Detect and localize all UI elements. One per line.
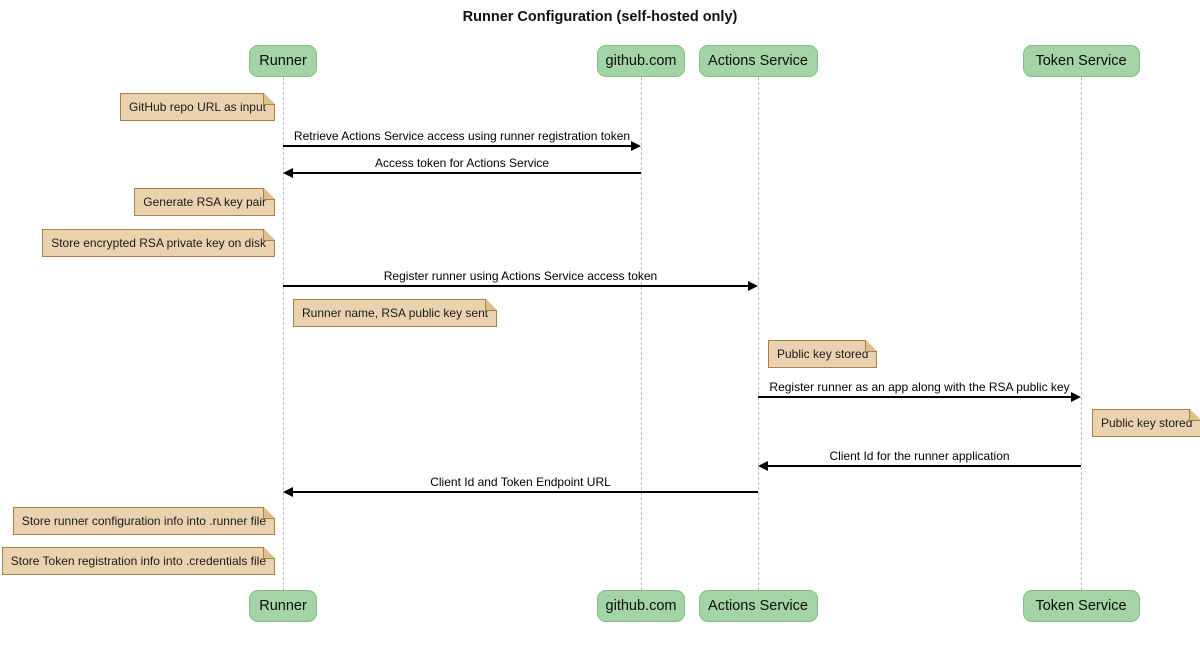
arrowhead-icon <box>631 141 641 151</box>
note: Public key stored <box>768 340 878 368</box>
actor-actions-bottom-box: Actions Service <box>698 590 818 622</box>
actor-actions-top-box: Actions Service <box>698 45 818 77</box>
message-label: Retrieve Actions Service access using ru… <box>293 129 631 143</box>
message-label: Client Id for the runner application <box>829 449 1010 463</box>
message-label: Access token for Actions Service <box>374 156 550 170</box>
note: Store encrypted RSA private key on disk <box>42 229 275 257</box>
arrowhead-icon <box>283 487 293 497</box>
arrowhead-icon <box>748 281 758 291</box>
lifeline-runner <box>283 77 284 590</box>
actor-runner-top-box: Runner <box>249 45 317 77</box>
note: Generate RSA key pair <box>134 188 275 216</box>
arrowhead-icon <box>1071 392 1081 402</box>
arrowhead-icon <box>283 168 293 178</box>
message-label: Register runner as an app along with the… <box>769 380 1070 394</box>
lifeline-token <box>1081 77 1082 590</box>
note: Runner name, RSA public key sent <box>293 299 498 327</box>
note: GitHub repo URL as input <box>120 93 275 121</box>
actor-runner-bottom-box: Runner <box>249 590 317 622</box>
lifeline-github <box>641 77 642 590</box>
message-label: Register runner using Actions Service ac… <box>383 269 658 283</box>
actor-token-bottom-box: Token Service <box>1022 590 1140 622</box>
message-line <box>292 172 641 174</box>
lifeline-actions <box>758 77 759 590</box>
message-line <box>283 285 749 287</box>
actor-github-top-box: github.com <box>597 45 685 77</box>
message-line <box>758 396 1072 398</box>
note: Store Token registration info into .cred… <box>1 547 276 575</box>
message-line <box>283 145 632 147</box>
note: Store runner configuration info into .ru… <box>12 507 276 535</box>
arrowhead-icon <box>758 461 768 471</box>
message-line <box>767 465 1081 467</box>
note: Public key stored <box>1092 409 1200 437</box>
diagram-title: Runner Configuration (self-hosted only) <box>462 9 738 25</box>
actor-github-bottom-box: github.com <box>597 590 685 622</box>
message-label: Client Id and Token Endpoint URL <box>430 475 611 489</box>
actor-token-top-box: Token Service <box>1022 45 1140 77</box>
message-line <box>292 491 758 493</box>
